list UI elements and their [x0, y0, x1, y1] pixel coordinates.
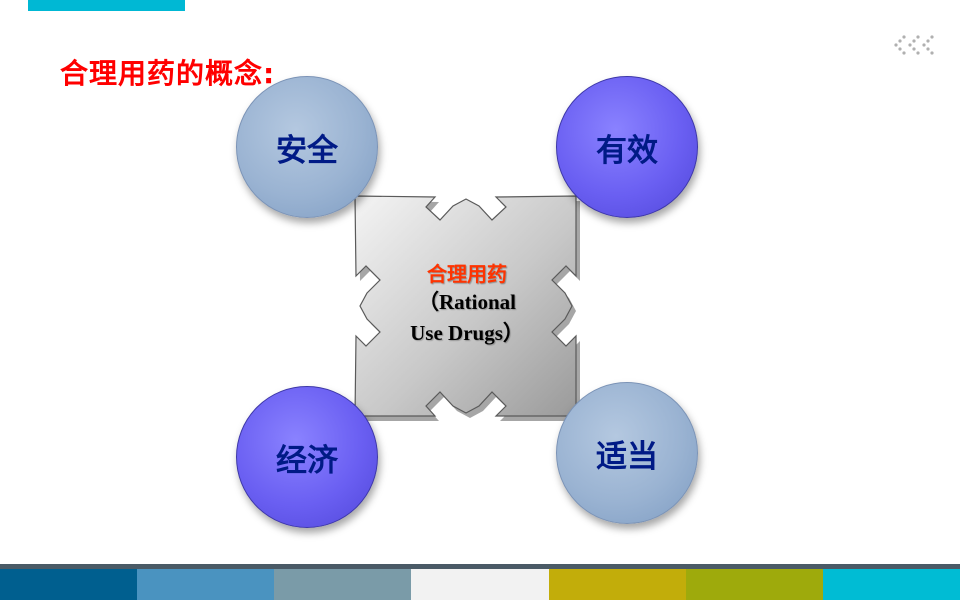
bottom-bar-segment: [548, 569, 686, 600]
circle-appropriate: 适当: [556, 382, 698, 524]
circle-effective: 有效: [556, 76, 698, 218]
center-label-en-line1: （Rational: [417, 290, 516, 314]
bottom-bar-segment: [822, 569, 960, 600]
center-label: 合理用药 （Rational Use Drugs）: [392, 258, 542, 349]
circle-effective-label: 有效: [596, 132, 658, 169]
circle-economy-label: 经济: [276, 442, 338, 479]
center-label-en-line2: Use Drugs）: [410, 321, 524, 345]
bottom-bar-segment: [274, 569, 412, 600]
bottom-bar-segment: [0, 569, 138, 600]
bottom-bar-segment: [411, 569, 549, 600]
circle-appropriate-label: 适当: [596, 438, 658, 475]
bottom-bar-segment: [685, 569, 823, 600]
slide-title: 合理用药的概念:: [60, 57, 276, 90]
top-accent-bar: [28, 0, 185, 11]
bottom-bar-segment: [137, 569, 275, 600]
bottom-color-bar: [0, 564, 960, 600]
center-label-cn: 合理用药: [427, 262, 507, 286]
circle-safety: 安全: [236, 76, 378, 218]
circle-economy: 经济: [236, 386, 378, 528]
chevron-dots-icon: [894, 35, 934, 55]
circle-safety-label: 安全: [276, 132, 338, 169]
